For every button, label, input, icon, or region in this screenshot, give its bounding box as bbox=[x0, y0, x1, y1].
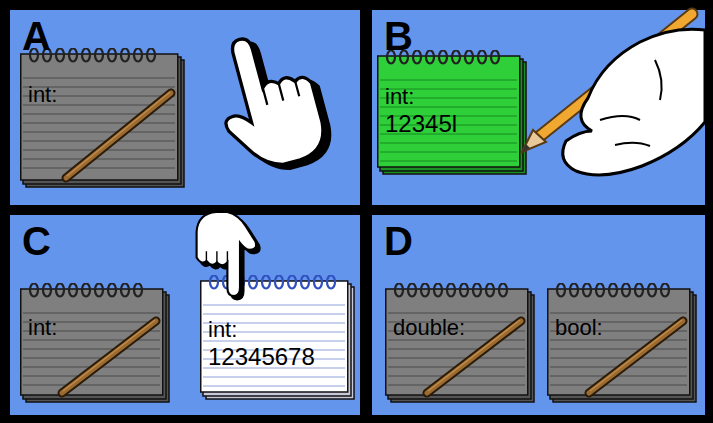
variable-type: bool: bbox=[555, 315, 603, 341]
variable-value: 12345678 bbox=[208, 343, 315, 371]
notebook: double: bbox=[385, 283, 535, 403]
panel-letter: C bbox=[10, 215, 51, 263]
writing-hand bbox=[522, 14, 705, 175]
paper-note: int:12345678 bbox=[200, 275, 355, 400]
variable-text-group: int:12345l bbox=[385, 84, 457, 138]
variable-type: int: bbox=[385, 84, 457, 110]
variable-text-group: double: bbox=[393, 315, 465, 341]
variable-type: double: bbox=[393, 315, 465, 341]
notebook: int:12345l bbox=[377, 50, 527, 175]
notebook-shape bbox=[385, 283, 535, 403]
notebook-shape bbox=[547, 283, 697, 403]
notebook: bool: bbox=[547, 283, 697, 403]
notebook: int: bbox=[20, 48, 185, 188]
variable-text-group: int: bbox=[28, 82, 57, 108]
panel: Ddouble: bool: bbox=[372, 215, 705, 415]
pointing-hand bbox=[206, 23, 337, 181]
notebook-shape bbox=[20, 283, 170, 403]
variable-value: 12345l bbox=[385, 110, 457, 138]
variable-type: int: bbox=[208, 317, 315, 343]
notebook-shape bbox=[20, 48, 185, 188]
panel-letter: D bbox=[372, 215, 413, 263]
variable-text-group: int: bbox=[28, 315, 57, 341]
variable-text-group: bool: bbox=[555, 315, 603, 341]
pointing-hand bbox=[197, 212, 260, 300]
panel: Cint:int:12345678 bbox=[10, 215, 360, 415]
variable-type: int: bbox=[28, 82, 57, 108]
variable-text-group: int:12345678 bbox=[208, 317, 315, 371]
panel-letter: A bbox=[10, 10, 51, 58]
panel-letter: B bbox=[372, 10, 413, 58]
variable-type: int: bbox=[28, 315, 57, 341]
notebook: int: bbox=[20, 283, 170, 403]
